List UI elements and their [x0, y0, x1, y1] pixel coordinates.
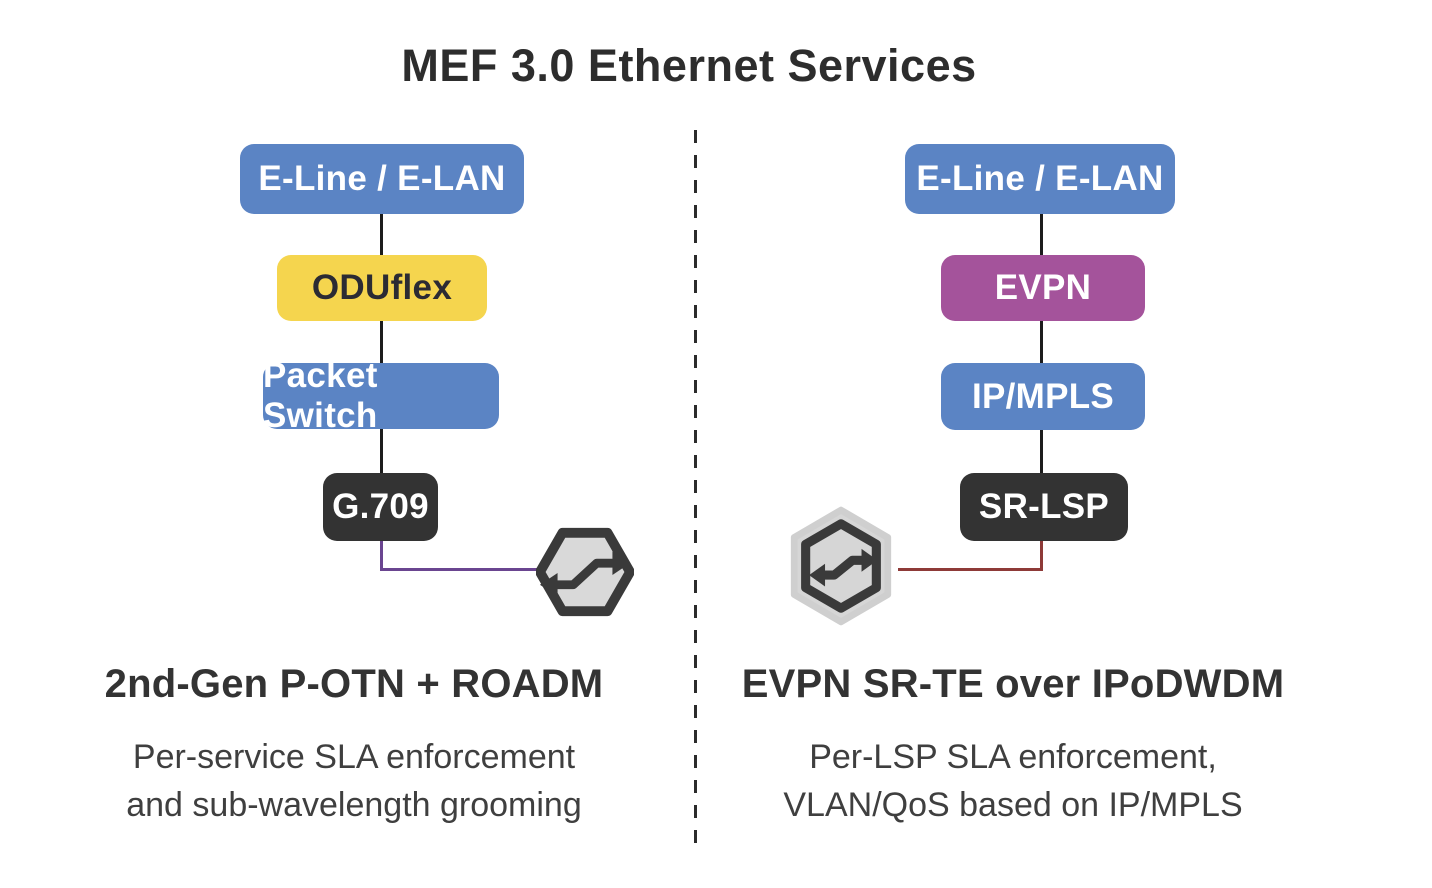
node-label: ODUflex: [311, 268, 453, 307]
node-ip-mpls: IP/MPLS: [941, 363, 1145, 430]
node-packet-switch: Packet Switch: [263, 356, 499, 435]
node-sr-lsp: SR-LSP: [960, 473, 1128, 541]
connector-line: [1040, 321, 1043, 363]
connector-line: [1040, 430, 1043, 473]
optical-link-line-right: [898, 541, 1043, 571]
right-caption-heading: EVPN SR-TE over IPoDWDM: [741, 662, 1285, 706]
node-g709: G.709: [323, 473, 438, 541]
left-caption: 2nd-Gen P-OTN + ROADM Per-service SLA en…: [45, 662, 663, 829]
connector-line: [380, 214, 383, 255]
dashed-divider: [694, 130, 697, 844]
node-e-line-e-lan-left: E-Line / E-LAN: [240, 144, 524, 214]
bidirectional-arrows-hexagon-icon: [536, 527, 634, 617]
node-label: IP/MPLS: [971, 376, 1115, 416]
node-e-line-e-lan-right: E-Line / E-LAN: [905, 144, 1175, 214]
bidirectional-arrows-hexagon-icon: [790, 506, 892, 626]
right-caption-description: Per-LSP SLA enforcement, VLAN/QoS based …: [783, 738, 1243, 824]
left-caption-description: Per-service SLA enforcement and sub-wave…: [126, 738, 582, 824]
node-label: EVPN: [994, 268, 1092, 307]
left-caption-heading: 2nd-Gen P-OTN + ROADM: [104, 662, 604, 706]
node-label: G.709: [332, 487, 429, 526]
connector-line: [380, 429, 383, 473]
node-label: Packet Switch: [263, 356, 378, 435]
node-label: E-Line / E-LAN: [258, 159, 506, 198]
node-evpn: EVPN: [941, 255, 1145, 321]
node-label: E-Line / E-LAN: [916, 159, 1164, 198]
connector-line: [380, 321, 383, 363]
optical-link-line-left: [380, 541, 538, 571]
connector-line: [1040, 214, 1043, 255]
diagram-title: MEF 3.0 Ethernet Services: [401, 40, 977, 91]
right-caption: EVPN SR-TE over IPoDWDM Per-LSP SLA enfo…: [704, 662, 1322, 829]
node-oduflex: ODUflex: [277, 255, 487, 321]
node-label: SR-LSP: [978, 487, 1110, 526]
